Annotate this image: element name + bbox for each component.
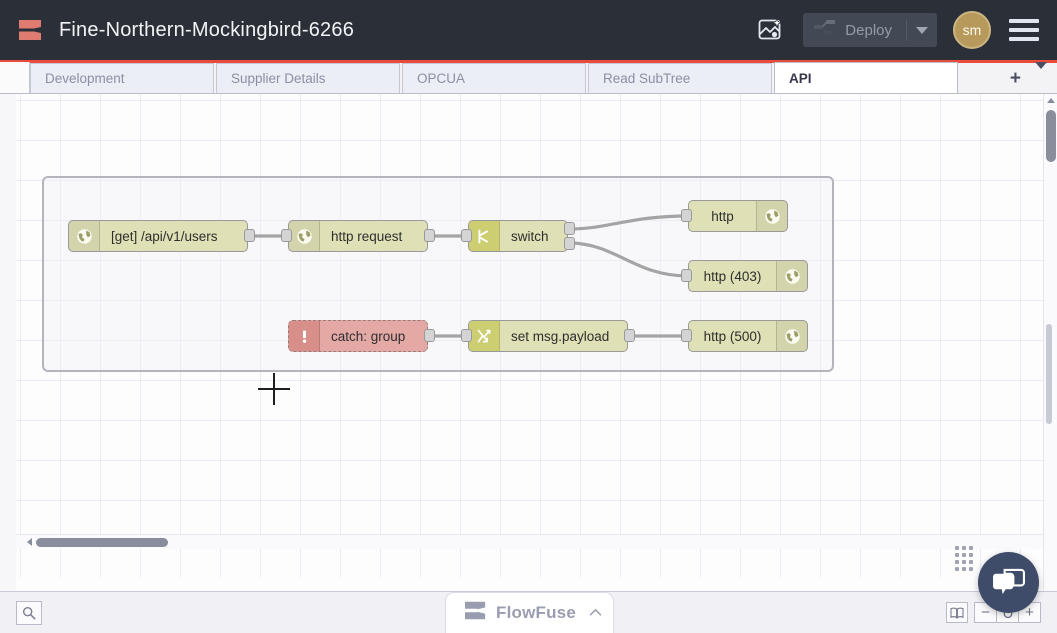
avatar-initials: sm (962, 22, 982, 38)
panel-resize-handle[interactable] (955, 546, 973, 577)
flowfuse-panel-toggle[interactable]: FlowFuse (445, 592, 614, 633)
tab-read-subtree[interactable]: Read SubTree (588, 63, 772, 93)
chevron-up-icon[interactable] (589, 604, 602, 622)
node-output-port[interactable] (244, 229, 255, 242)
deploy-dropdown-chevron-down-icon[interactable] (907, 13, 937, 47)
avatar[interactable]: sm (953, 11, 991, 49)
deploy-divider (906, 19, 907, 41)
tab-bar-gutter (0, 62, 30, 93)
node-output-port-2[interactable] (564, 237, 575, 250)
deploy-button[interactable]: Deploy (803, 13, 906, 47)
flow-canvas[interactable]: [get] /api/v1/users http request (16, 94, 1043, 577)
deploy-button-group[interactable]: Deploy (803, 13, 937, 47)
flow-editor-workspace: [get] /api/v1/users http request (0, 94, 1057, 591)
flow-tab-bar: Development Supplier Details OPCUA Read … (0, 62, 1057, 94)
vertical-scroll-thumb[interactable] (1046, 110, 1056, 162)
branch-icon (469, 221, 500, 251)
globe-icon (289, 221, 320, 251)
globe-icon (776, 321, 807, 351)
tab-label: Development (45, 71, 125, 86)
horizontal-scrollbar[interactable] (16, 534, 1057, 549)
node-label: http request (331, 228, 403, 244)
search-icon[interactable] (16, 600, 42, 625)
scroll-up-arrow-icon[interactable] (1047, 98, 1055, 103)
scroll-left-arrow-icon[interactable] (27, 538, 32, 546)
app-header: Fine-Northern-Mockingbird-6266 (0, 0, 1057, 63)
flowfuse-logo-icon (17, 17, 43, 43)
horizontal-scroll-thumb[interactable] (36, 537, 168, 547)
globe-icon (776, 261, 807, 291)
node-input-port[interactable] (681, 329, 692, 342)
tab-label: OPCUA (417, 71, 466, 86)
tab-list-chevron-down-icon[interactable] (1035, 62, 1047, 87)
flowfuse-label: FlowFuse (496, 603, 576, 622)
node-input-port[interactable] (461, 229, 472, 242)
brand-block: Fine-Northern-Mockingbird-6266 (0, 17, 354, 43)
page-title: Fine-Northern-Mockingbird-6266 (59, 18, 355, 41)
exclamation-icon (289, 321, 320, 351)
node-set-msg-payload[interactable]: set msg.payload (461, 320, 635, 352)
header-actions: Deploy sm (753, 11, 1057, 49)
ai-sparkle-image-icon[interactable] (753, 13, 787, 47)
globe-icon (69, 221, 100, 251)
deploy-label: Deploy (845, 21, 892, 39)
navigator-book-icon[interactable] (946, 602, 968, 623)
node-label: catch: group (331, 328, 406, 344)
hamburger-menu-icon[interactable] (1007, 13, 1041, 47)
vertical-scroll-thumb-secondary[interactable] (1046, 324, 1052, 424)
flowfuse-logo-icon (464, 600, 487, 626)
node-input-port[interactable] (681, 209, 692, 222)
node-http-response-500[interactable]: http (500) (681, 320, 808, 352)
node-output-port[interactable] (424, 229, 435, 242)
node-label: switch (511, 228, 549, 244)
node-output-port[interactable] (624, 329, 635, 342)
node-input-port[interactable] (461, 329, 472, 342)
node-http-response-403[interactable]: http (403) (681, 260, 808, 292)
globe-icon (756, 201, 787, 231)
node-switch[interactable]: switch (461, 220, 575, 252)
node-input-port[interactable] (681, 269, 692, 282)
node-label: http (711, 208, 734, 224)
tab-label: Read SubTree (603, 71, 691, 86)
node-output-port[interactable] (424, 329, 435, 342)
tab-label: API (789, 70, 812, 86)
node-input-port[interactable] (281, 229, 292, 242)
tab-bar-actions: + (1009, 62, 1057, 93)
node-http-response-200[interactable]: http (681, 200, 788, 232)
wire-switch-out2-to-http403 (567, 241, 690, 278)
tab-api[interactable]: API (774, 62, 958, 93)
node-catch-group[interactable]: catch: group (288, 320, 435, 352)
add-tab-icon[interactable]: + (1009, 67, 1021, 89)
node-label: [get] /api/v1/users (111, 228, 218, 244)
node-http-in[interactable]: [get] /api/v1/users (68, 220, 255, 252)
tab-opcua[interactable]: OPCUA (402, 63, 586, 93)
tab-label: Supplier Details (231, 71, 326, 86)
deploy-nodes-icon (814, 19, 836, 41)
wire-switch-out1-to-http (567, 214, 690, 231)
node-label: http (403) (703, 268, 762, 284)
swap-arrows-icon (469, 321, 500, 351)
tab-supplier-details[interactable]: Supplier Details (216, 63, 400, 93)
node-output-port-1[interactable] (564, 222, 575, 235)
node-http-request[interactable]: http request (281, 220, 435, 252)
node-label: http (500) (703, 328, 762, 344)
vertical-scrollbar[interactable] (1043, 94, 1057, 591)
chat-bubbles-icon[interactable] (978, 552, 1039, 613)
tab-development[interactable]: Development (30, 63, 214, 93)
node-label: set msg.payload (511, 328, 610, 344)
